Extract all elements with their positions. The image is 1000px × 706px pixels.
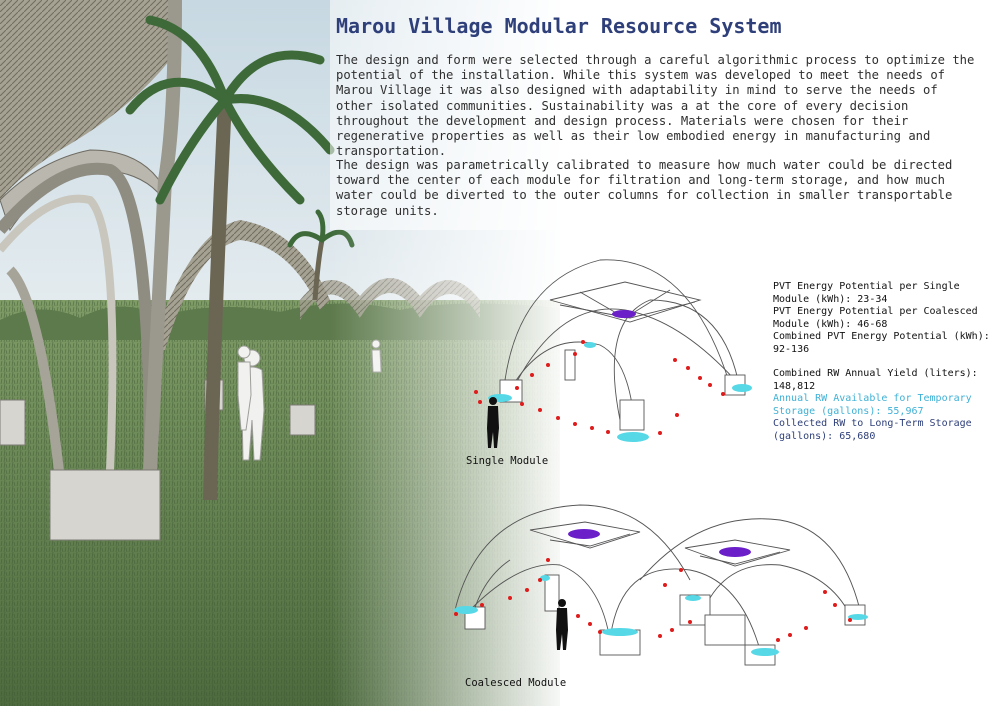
coalesced-module-collectors bbox=[454, 575, 868, 656]
stats-spacer bbox=[773, 356, 995, 368]
coalesced-module-person bbox=[556, 599, 568, 650]
stat-rw-longterm: Collected RW to Long-Term Storage (gallo… bbox=[773, 418, 972, 442]
coalesced-module-diagram bbox=[454, 504, 866, 666]
description-paragraph-2: The design was parametrically calibrated… bbox=[336, 158, 953, 218]
coalesced-module-rain-drops bbox=[454, 558, 852, 642]
stat-pvt-single: PVT Energy Potential per Single Module (… bbox=[773, 281, 960, 305]
stat-pvt-coalesced: PVT Energy Potential per Coalesced Modul… bbox=[773, 306, 978, 330]
single-module-person bbox=[487, 397, 499, 448]
single-module-rain-drops bbox=[474, 340, 725, 435]
stat-rw-yield: Combined RW Annual Yield (liters): 148,8… bbox=[773, 368, 978, 392]
description-paragraph-1: The design and form were selected throug… bbox=[336, 53, 975, 159]
stat-rw-temporary: Annual RW Available for Temporary Storag… bbox=[773, 393, 972, 417]
single-module-collectors bbox=[488, 342, 752, 442]
stat-pvt-combined: Combined PVT Energy Potential (kWh): 92-… bbox=[773, 331, 990, 355]
single-module-caption: Single Module bbox=[466, 455, 549, 467]
stats-panel: PVT Energy Potential per Single Module (… bbox=[773, 281, 995, 443]
page-title: Marou Village Modular Resource System bbox=[336, 14, 782, 38]
coalesced-module-caption: Coalesced Module bbox=[465, 677, 567, 689]
